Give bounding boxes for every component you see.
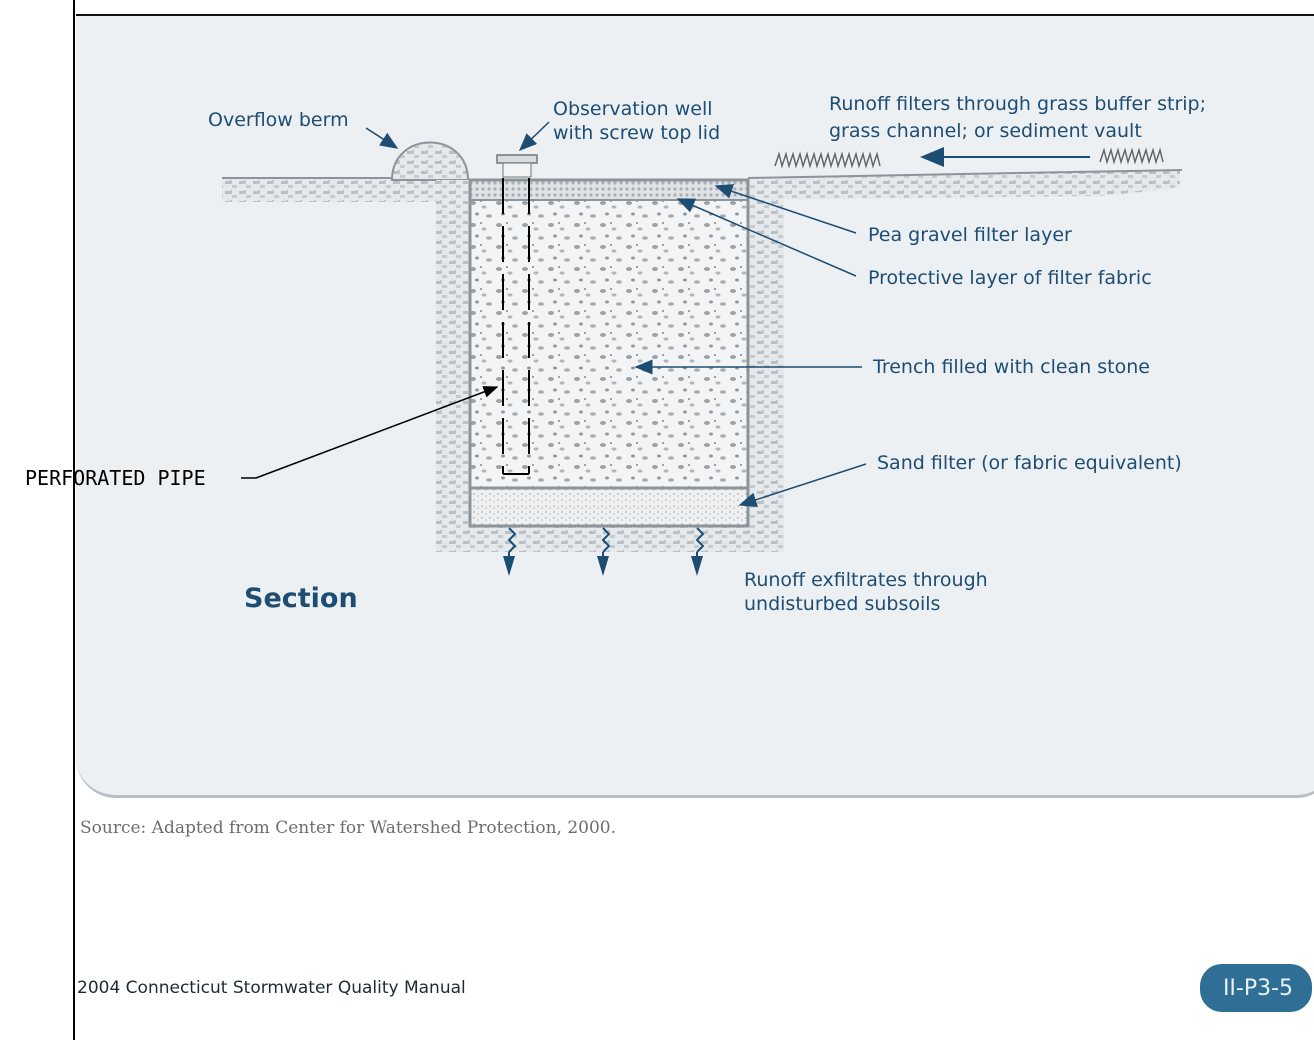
soil-wall-left [436, 180, 470, 552]
page-margin-line [73, 0, 75, 1040]
pea-gravel-layer [470, 180, 748, 200]
observation-well-lid [496, 154, 538, 164]
leader-filter-fabric [676, 198, 857, 277]
ground-right [748, 170, 1180, 200]
label-perforated-pipe: PERFORATED PIPE [25, 466, 206, 490]
page-number-badge: II-P3-5 [1200, 964, 1312, 1012]
label-runoff-filters: Runoff filters through grass buffer stri… [829, 93, 1206, 115]
leader-overflow-berm [365, 127, 399, 149]
label-pea-gravel: Pea gravel filter layer [868, 224, 1072, 246]
ground-left [222, 178, 442, 202]
section-title: Section [244, 583, 358, 614]
label-exfiltrates: Runoff exfiltrates through [744, 569, 988, 591]
label-trench: Trench filled with clean stone [872, 356, 1150, 378]
label-observation-well-lid: with screw top lid [553, 122, 720, 144]
label-runoff-filters-2: grass channel; or sediment vault [829, 120, 1142, 142]
overflow-berm [390, 141, 470, 181]
leader-pea-gravel [714, 184, 857, 234]
label-sand-filter: Sand filter (or fabric equivalent) [877, 452, 1182, 474]
leader-observation-well [518, 121, 550, 152]
perforated-pipe [502, 178, 530, 475]
stone-fill [470, 200, 748, 488]
manual-title: 2004 Connecticut Stormwater Quality Manu… [77, 978, 466, 998]
exfiltration-arrows [503, 527, 705, 576]
label-filter-fabric: Protective layer of filter fabric [868, 267, 1152, 289]
soil-bottom [436, 526, 784, 552]
trench-outline [468, 178, 750, 528]
source-note: Source: Adapted from Center for Watershe… [80, 818, 617, 838]
leader-perforated-pipe [255, 386, 499, 479]
label-observation-well: Observation well [553, 98, 713, 120]
label-exfiltrates-2: undisturbed subsoils [744, 593, 940, 615]
label-overflow-berm: Overflow berm [208, 109, 349, 131]
grass-symbols [774, 147, 1164, 169]
leader-sand-filter [738, 463, 867, 508]
sand-filter-layer [470, 488, 748, 526]
